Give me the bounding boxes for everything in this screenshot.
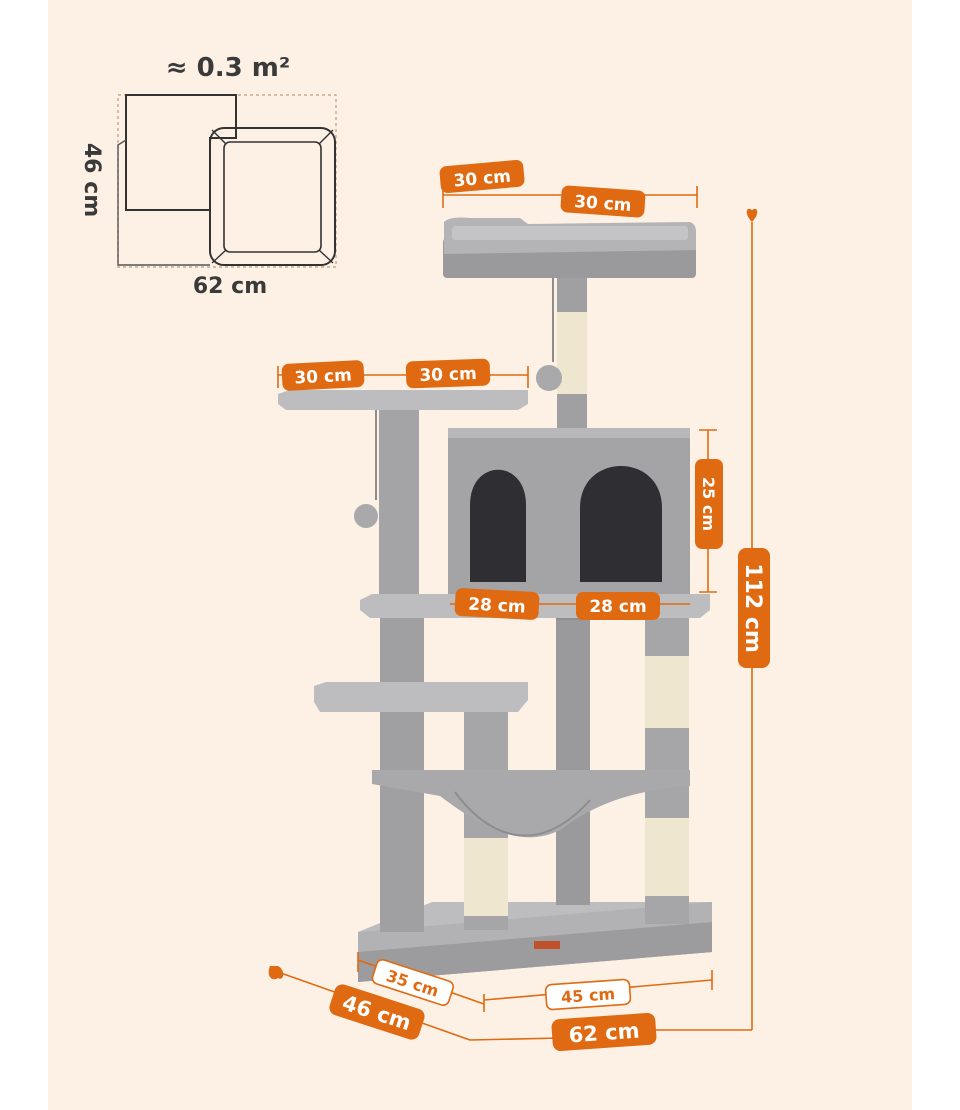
brand-tag (534, 941, 560, 949)
footprint-back-shape (125, 94, 237, 211)
footprint-depth-label: 46 cm (79, 143, 104, 217)
label-cave-left: 28 cm (468, 595, 526, 618)
label-mid-left: 30 cm (294, 366, 352, 389)
label-top-left: 30 cm (453, 167, 512, 192)
footprint-area-label: ≈ 0.3 m² (166, 53, 290, 83)
cave-opening-left (470, 469, 526, 582)
label-base-width-inner: 45 cm (561, 984, 616, 1007)
depth-marker-icon (268, 966, 284, 980)
sisal-middle (464, 838, 508, 916)
sisal-top (557, 312, 587, 394)
cave-opening-right (580, 466, 662, 582)
base-front (358, 922, 712, 982)
cat-tree-illustration (278, 217, 712, 982)
label-mid-right: 30 cm (419, 364, 477, 386)
sisal-right-lower (645, 818, 689, 896)
hammock (372, 770, 690, 838)
hanging-ball-left (354, 504, 378, 528)
label-base-width: 62 cm (568, 1019, 640, 1048)
label-total-height: 112 cm (740, 563, 765, 653)
footprint-side-shape (117, 139, 210, 266)
footprint-bed-outer (209, 127, 336, 266)
left-upper-post (379, 404, 419, 604)
sisal-right-upper (645, 656, 689, 728)
footprint-icon (117, 94, 337, 268)
footprint-bed-inner (223, 141, 322, 253)
low-left-platform (314, 682, 528, 712)
label-cave-height: 25 cm (699, 477, 718, 531)
height-top-marker-icon (746, 208, 758, 222)
label-top-right: 30 cm (573, 192, 632, 216)
footprint-dashed-outline (117, 94, 337, 268)
footprint-width-label: 62 cm (193, 274, 267, 299)
hanging-ball-top (536, 365, 562, 391)
mid-left-platform (278, 390, 528, 410)
label-cave-right: 28 cm (589, 597, 646, 617)
